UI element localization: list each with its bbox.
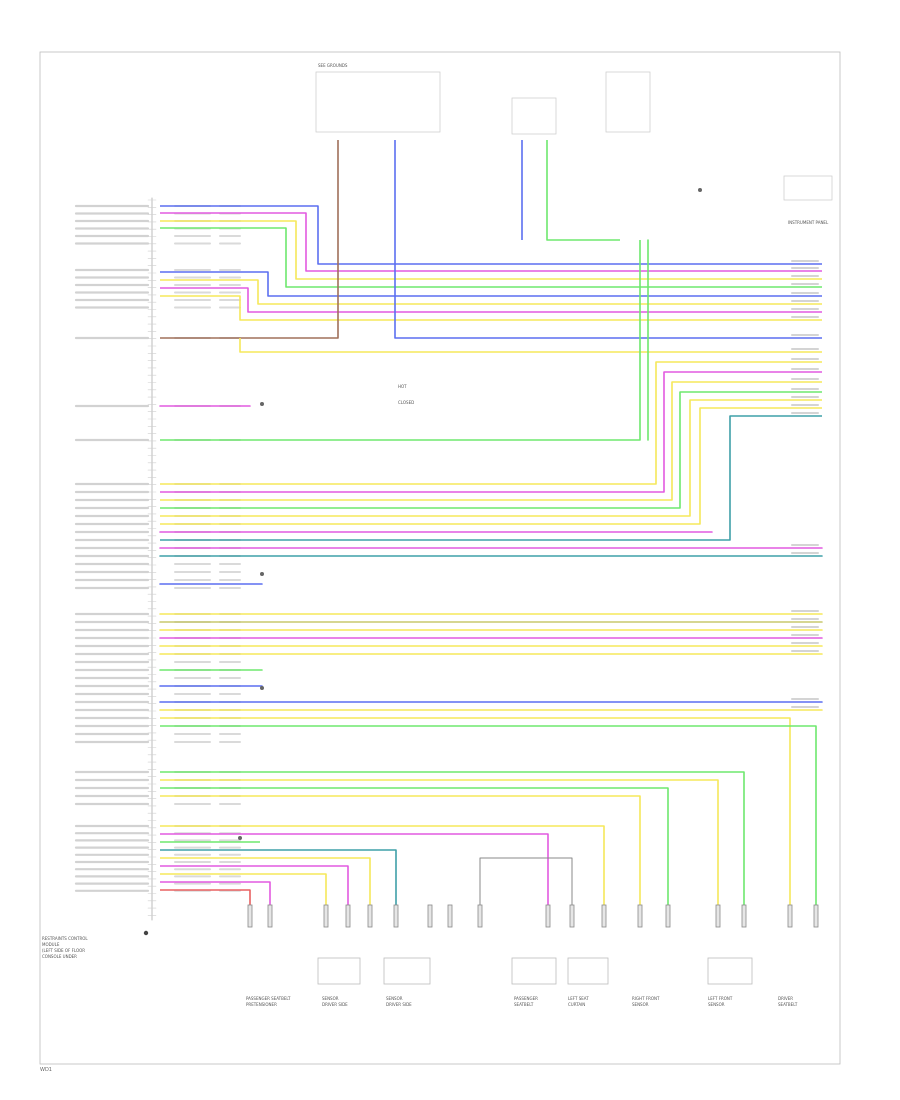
connector-plug <box>447 904 453 928</box>
splice-dot <box>238 836 242 840</box>
connector-plug <box>787 904 793 928</box>
center-label: CLOSED <box>398 400 414 405</box>
ground-dot <box>143 930 149 936</box>
connector-plug <box>367 904 373 928</box>
bottom-component-caption: LEFT FRONT <box>708 996 733 1001</box>
bottom-component-caption: PRETENSIONER <box>246 1002 277 1007</box>
connector-plug <box>545 904 551 928</box>
connector-plug <box>637 904 643 928</box>
signal-wire <box>160 361 822 485</box>
bottom-component-caption: PASSENGER SEATBELT <box>246 996 291 1001</box>
connector-plug <box>741 904 747 928</box>
bottom-component-box <box>383 957 431 985</box>
signal-wire <box>160 391 822 509</box>
bottom-component-caption: SENSOR <box>708 1002 725 1007</box>
signal-wire <box>479 857 573 905</box>
signal-wire <box>160 240 641 441</box>
center-label: HOT <box>398 384 407 389</box>
signal-wire <box>394 140 822 339</box>
bottom-component-caption: RIGHT FRONT <box>632 996 660 1001</box>
signal-wire <box>160 279 822 305</box>
connector-plug <box>477 904 483 928</box>
signal-wire <box>160 787 669 905</box>
signal-wire <box>160 220 822 280</box>
instrument-panel-label: INSTRUMENT PANEL <box>788 220 829 225</box>
signal-wire <box>239 338 822 353</box>
bottom-component-caption: SEATBELT <box>514 1002 534 1007</box>
module-caption: MODULE <box>42 942 60 947</box>
top-passenger-sensor <box>605 71 651 133</box>
signal-wire <box>160 212 822 272</box>
signal-wire <box>160 795 641 905</box>
signal-wire <box>160 407 822 525</box>
connector-plug <box>427 904 433 928</box>
signal-wire <box>160 889 251 905</box>
signal-wire <box>160 371 822 493</box>
connector-plug <box>569 904 575 928</box>
bottom-component-caption: SEATBELT <box>778 1002 798 1007</box>
signal-wire <box>160 227 822 288</box>
signal-wire <box>160 287 822 313</box>
signal-wire <box>160 415 822 541</box>
signal-wire <box>160 873 327 905</box>
module-caption: CONSOLE UNDER <box>42 954 77 959</box>
connector-plug <box>345 904 351 928</box>
bottom-component-caption: SENSOR <box>386 996 403 1001</box>
signal-wire <box>160 295 822 321</box>
module-caption: (LEFT SIDE OF FLOOR <box>42 948 85 953</box>
bottom-component-caption: DRIVER <box>778 996 793 1001</box>
splice-dot <box>260 402 264 406</box>
signal-wire <box>160 833 549 905</box>
bottom-component-caption: CURTAIN <box>568 1002 585 1007</box>
instrument-panel-box <box>783 175 833 201</box>
signal-wire <box>160 271 822 297</box>
connector-plug <box>247 904 253 928</box>
bottom-component-caption: DRIVER SIDE <box>386 1002 412 1007</box>
signal-wire <box>160 857 371 905</box>
signal-wire <box>160 399 822 517</box>
splice-dot <box>260 572 264 576</box>
diagram-frame <box>39 51 841 1065</box>
signal-wire <box>160 825 605 905</box>
connector-plug <box>393 904 399 928</box>
signal-wire <box>160 725 817 905</box>
signal-wire <box>160 881 271 905</box>
signal-wire <box>160 771 745 905</box>
bottom-component-caption: LEFT SEAT <box>568 996 589 1001</box>
bottom-component-box <box>511 957 557 985</box>
connector-plug <box>601 904 607 928</box>
signal-wire <box>546 140 620 241</box>
top-fuse-box <box>315 71 441 133</box>
signal-wire <box>160 779 719 905</box>
splice-dot <box>260 686 264 690</box>
signal-wire <box>160 381 822 501</box>
connector-plug <box>267 904 273 928</box>
connector-plug <box>813 904 819 928</box>
bottom-component-box <box>567 957 609 985</box>
signal-wire <box>160 205 822 265</box>
signal-wire <box>160 865 349 905</box>
top-sensor-box <box>511 97 557 135</box>
connector-plug <box>323 904 329 928</box>
connector-plug <box>715 904 721 928</box>
module-caption: RESTRAINTS CONTROL <box>42 936 88 941</box>
bottom-component-caption: SENSOR <box>632 1002 649 1007</box>
bottom-component-box <box>707 957 753 985</box>
bottom-component-caption: DRIVER SIDE <box>322 1002 348 1007</box>
footer-code: WD1 <box>40 1067 52 1073</box>
bottom-component-caption: PASSENGER <box>514 996 538 1001</box>
bottom-component-box <box>317 957 361 985</box>
signal-wire <box>160 849 397 905</box>
top-connector-label: SEE GROUNDS <box>318 63 348 68</box>
splice-dot <box>698 188 702 192</box>
signal-wire <box>160 717 791 905</box>
bottom-component-caption: SENSOR <box>322 996 339 1001</box>
signal-wire <box>160 140 339 339</box>
connector-plug <box>665 904 671 928</box>
